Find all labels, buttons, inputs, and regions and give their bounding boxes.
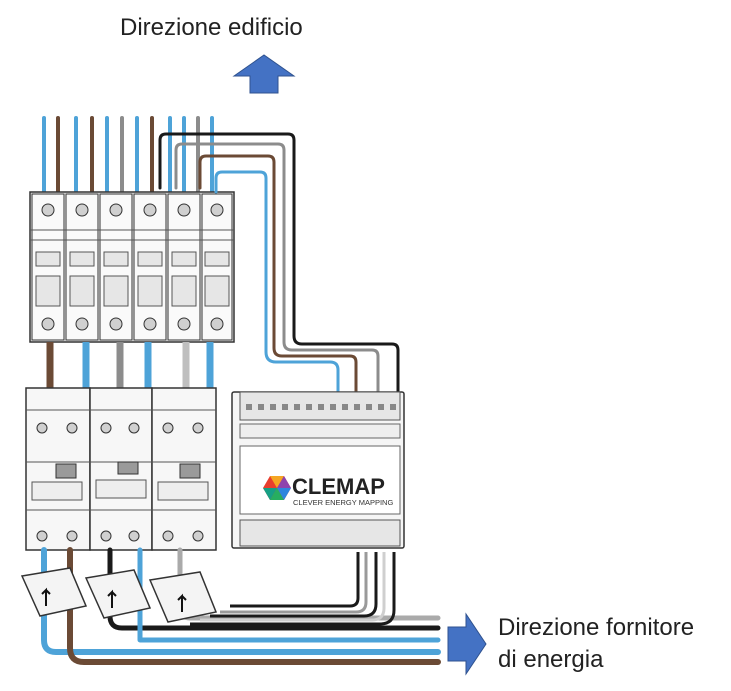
- label-building-direction: Direzione edificio: [120, 14, 303, 41]
- label-supply-line2: di energia: [498, 646, 604, 673]
- ct-wires: [190, 552, 396, 626]
- clemap-logo-icon: [263, 476, 291, 500]
- ct-clamp-2: [84, 569, 152, 619]
- ct-clamp-1: [20, 567, 88, 617]
- ct-clamps: [20, 567, 218, 623]
- top-breaker-row: [29, 191, 235, 343]
- arrow-right-icon: [447, 612, 487, 676]
- bottom-breaker-row: [25, 387, 217, 551]
- label-supply-line1: Direzione fornitore: [498, 614, 695, 641]
- label-supply-direction: Direzione fornitore di energia: [498, 612, 694, 676]
- top-wires: [42, 116, 214, 197]
- clemap-device: CLEMAP CLEVER ENERGY MAPPING: [231, 391, 405, 549]
- voltage-wires: [158, 132, 400, 398]
- ct-clamp-3: [148, 571, 218, 623]
- clemap-brand-text: CLEMAP: [292, 474, 385, 499]
- middle-wires: [46, 342, 214, 392]
- clemap-tagline-text: CLEVER ENERGY MAPPING: [293, 498, 393, 507]
- arrow-up-icon: [232, 54, 296, 94]
- current-direction-arrow-icon: [41, 587, 51, 606]
- breaker-modules: [31, 193, 233, 341]
